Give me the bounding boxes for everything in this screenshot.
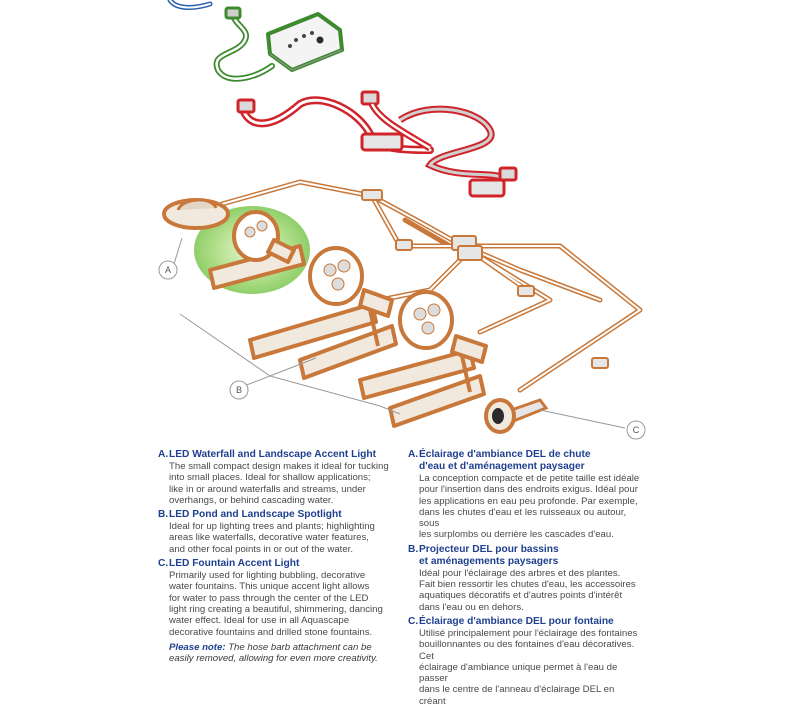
callout-leaders [173, 237, 626, 429]
lighting-kit-diagram: A B C [158, 0, 646, 440]
callout-c: C [626, 420, 646, 440]
item-fr-c-title: C.Éclairage d'ambiance DEL pour fontaine [408, 615, 614, 627]
item-en-c-title: C.LED Fountain Accent Light [158, 558, 300, 570]
hose-barb-note: Please note: The hose barb attachment ca… [169, 641, 378, 665]
blue-cable [167, 0, 213, 10]
red-extension-cable [236, 90, 518, 198]
item-en-b-desc: Ideal for up lighting trees and plants; … [169, 521, 375, 555]
item-en-a-desc: The small compact design makes it ideal … [169, 461, 389, 506]
item-fr-c-desc: Utilisé principalement pour l'éclairage … [419, 627, 638, 707]
callout-b-label: B [236, 385, 242, 395]
english-descriptions: A.LED Waterfall and Landscape Accent Lig… [158, 449, 394, 664]
fountain-accent-light-c [484, 398, 549, 434]
item-en-c-desc: Primarily used for lighting bubbling, de… [169, 570, 383, 638]
cable-connectors [361, 189, 609, 369]
callout-a: A [158, 260, 178, 280]
item-fr-c: C.Éclairage d'ambiance DEL pour fontaine… [408, 616, 640, 707]
item-en-b-title: B.LED Pond and Landscape Spotlight [158, 509, 342, 521]
item-en-a-title: A.LED Waterfall and Landscape Accent Lig… [158, 449, 376, 460]
item-en-c: C.LED Fountain Accent Light Primarily us… [158, 558, 394, 638]
transformer-with-green-cable [213, 6, 344, 82]
waterfall-accent-light-a [162, 198, 230, 230]
item-fr-b-desc: Idéal pour l'éclairage des arbres et des… [419, 567, 636, 613]
callout-c-label: C [633, 425, 640, 435]
callout-a-label: A [165, 265, 171, 275]
item-fr-a-desc: La conception compacte et de petite tail… [419, 473, 640, 541]
spotlights-b [208, 210, 488, 428]
item-en-b: B.LED Pond and Landscape Spotlight Ideal… [158, 509, 394, 555]
callout-b: B [229, 380, 249, 400]
item-en-a: A.LED Waterfall and Landscape Accent Lig… [158, 449, 394, 506]
